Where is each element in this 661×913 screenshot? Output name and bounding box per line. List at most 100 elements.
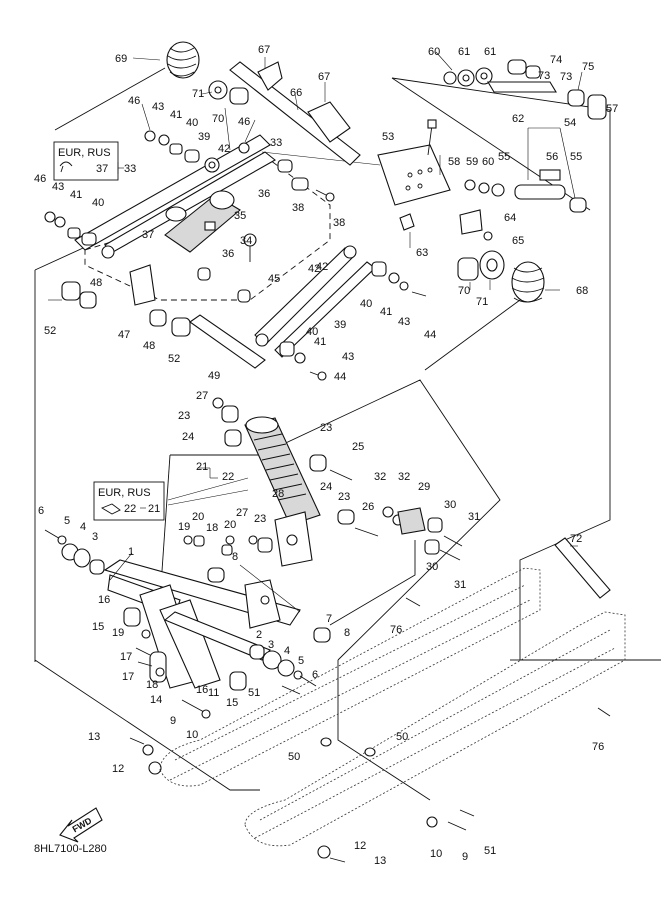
callout-54: 54 <box>564 117 576 129</box>
callout-57: 57 <box>606 103 618 115</box>
callout-42: 42 <box>308 263 320 275</box>
callout-64: 64 <box>504 212 516 224</box>
callout-38: 38 <box>333 217 345 229</box>
callout-72: 72 <box>570 533 582 545</box>
callout-48: 48 <box>90 277 102 289</box>
callout-76: 76 <box>390 624 402 636</box>
shaft-2 <box>163 611 271 661</box>
callout-23: 23 <box>178 410 190 422</box>
callout-49: 49 <box>208 370 220 382</box>
guide-lines <box>34 77 661 801</box>
callout-76: 76 <box>592 741 604 753</box>
callout-67: 67 <box>318 71 330 83</box>
callout-41: 41 <box>70 189 82 201</box>
callout-16: 16 <box>98 594 110 606</box>
callout-29: 29 <box>418 481 430 493</box>
shock-absorber <box>212 397 463 567</box>
callout-19: 19 <box>112 627 124 639</box>
callout-40: 40 <box>360 298 372 310</box>
callout-61: 61 <box>458 46 470 58</box>
callout-6: 6 <box>312 669 318 681</box>
callout-62: 62 <box>512 113 524 125</box>
callout-9: 9 <box>462 851 468 863</box>
slide-rails <box>159 537 626 863</box>
callout-3: 3 <box>268 639 274 651</box>
callout-58: 58 <box>448 156 460 168</box>
front-arm-assembly <box>44 529 331 775</box>
note-box-37-title: EUR, RUS <box>58 147 111 159</box>
callout-51: 51 <box>484 845 496 857</box>
callout-4: 4 <box>284 645 290 657</box>
callout-11: 11 <box>208 687 219 699</box>
callout-41: 41 <box>170 109 182 121</box>
callout-23: 23 <box>320 422 332 434</box>
callout-12: 12 <box>354 840 366 852</box>
callout-30: 30 <box>426 561 438 573</box>
callout-35: 35 <box>234 210 246 222</box>
callout-75: 75 <box>582 61 594 73</box>
callout-40: 40 <box>306 326 318 338</box>
callout-10: 10 <box>430 848 442 860</box>
callout-47: 47 <box>118 329 130 341</box>
callout-46: 46 <box>34 173 46 185</box>
callout-60: 60 <box>482 156 494 168</box>
callout-50: 50 <box>288 751 300 763</box>
callout-15: 15 <box>92 621 104 633</box>
callout-70: 70 <box>212 113 224 125</box>
callout-25: 25 <box>352 441 364 453</box>
callout-55: 55 <box>570 151 582 163</box>
callout-36: 36 <box>222 248 234 260</box>
callout-44: 44 <box>334 371 346 383</box>
callout-22: 22 <box>222 471 234 483</box>
callout-30: 30 <box>444 499 456 511</box>
callout-33: 33 <box>270 137 282 149</box>
note-box-21-part: 21 <box>148 503 160 515</box>
callout-9: 9 <box>170 715 176 727</box>
callout-12: 12 <box>112 763 124 775</box>
bracket-53 <box>377 144 451 206</box>
callout-20: 20 <box>192 511 204 523</box>
callout-39: 39 <box>334 319 346 331</box>
upper-arm-assembly <box>44 41 427 381</box>
callout-50: 50 <box>396 731 408 743</box>
spring-68 <box>424 261 545 371</box>
callout-48: 48 <box>143 340 155 352</box>
callout-31: 31 <box>454 579 466 591</box>
callout-16: 16 <box>196 684 208 696</box>
callout-26: 26 <box>362 501 374 513</box>
callout-41: 41 <box>314 336 326 348</box>
callout-20: 20 <box>224 519 236 531</box>
callout-60: 60 <box>428 46 440 58</box>
callout-28: 28 <box>272 488 284 500</box>
bracket-47 <box>129 264 156 306</box>
callout-18: 18 <box>206 522 218 534</box>
callout-31: 31 <box>468 511 480 523</box>
damper-37 <box>164 190 241 253</box>
callout-17: 17 <box>120 651 132 663</box>
callout-1: 1 <box>128 546 134 558</box>
callout-38: 38 <box>292 202 304 214</box>
note-box-37-part: 37 <box>96 163 108 175</box>
callout-56: 56 <box>546 151 558 163</box>
spacer-67 <box>257 61 283 91</box>
callout-65: 65 <box>512 235 524 247</box>
shaft-49 <box>189 314 266 369</box>
callout-43: 43 <box>152 101 164 113</box>
callout-8: 8 <box>344 627 350 639</box>
callout-52: 52 <box>168 353 180 365</box>
callout-15: 15 <box>226 697 238 709</box>
callout-46: 46 <box>128 95 140 107</box>
callout-13: 13 <box>88 731 100 743</box>
callout-69: 69 <box>115 53 127 65</box>
callout-13: 13 <box>374 855 386 867</box>
callout-5: 5 <box>298 655 304 667</box>
drawing-code: 8HL7100-L280 <box>34 843 107 855</box>
callout-34: 34 <box>240 235 252 247</box>
note-box-33-part: 33 <box>124 163 136 175</box>
callout-27: 27 <box>196 390 208 402</box>
callout-73: 73 <box>560 71 572 83</box>
callout-7: 7 <box>326 613 332 625</box>
callout-63: 63 <box>416 247 428 259</box>
